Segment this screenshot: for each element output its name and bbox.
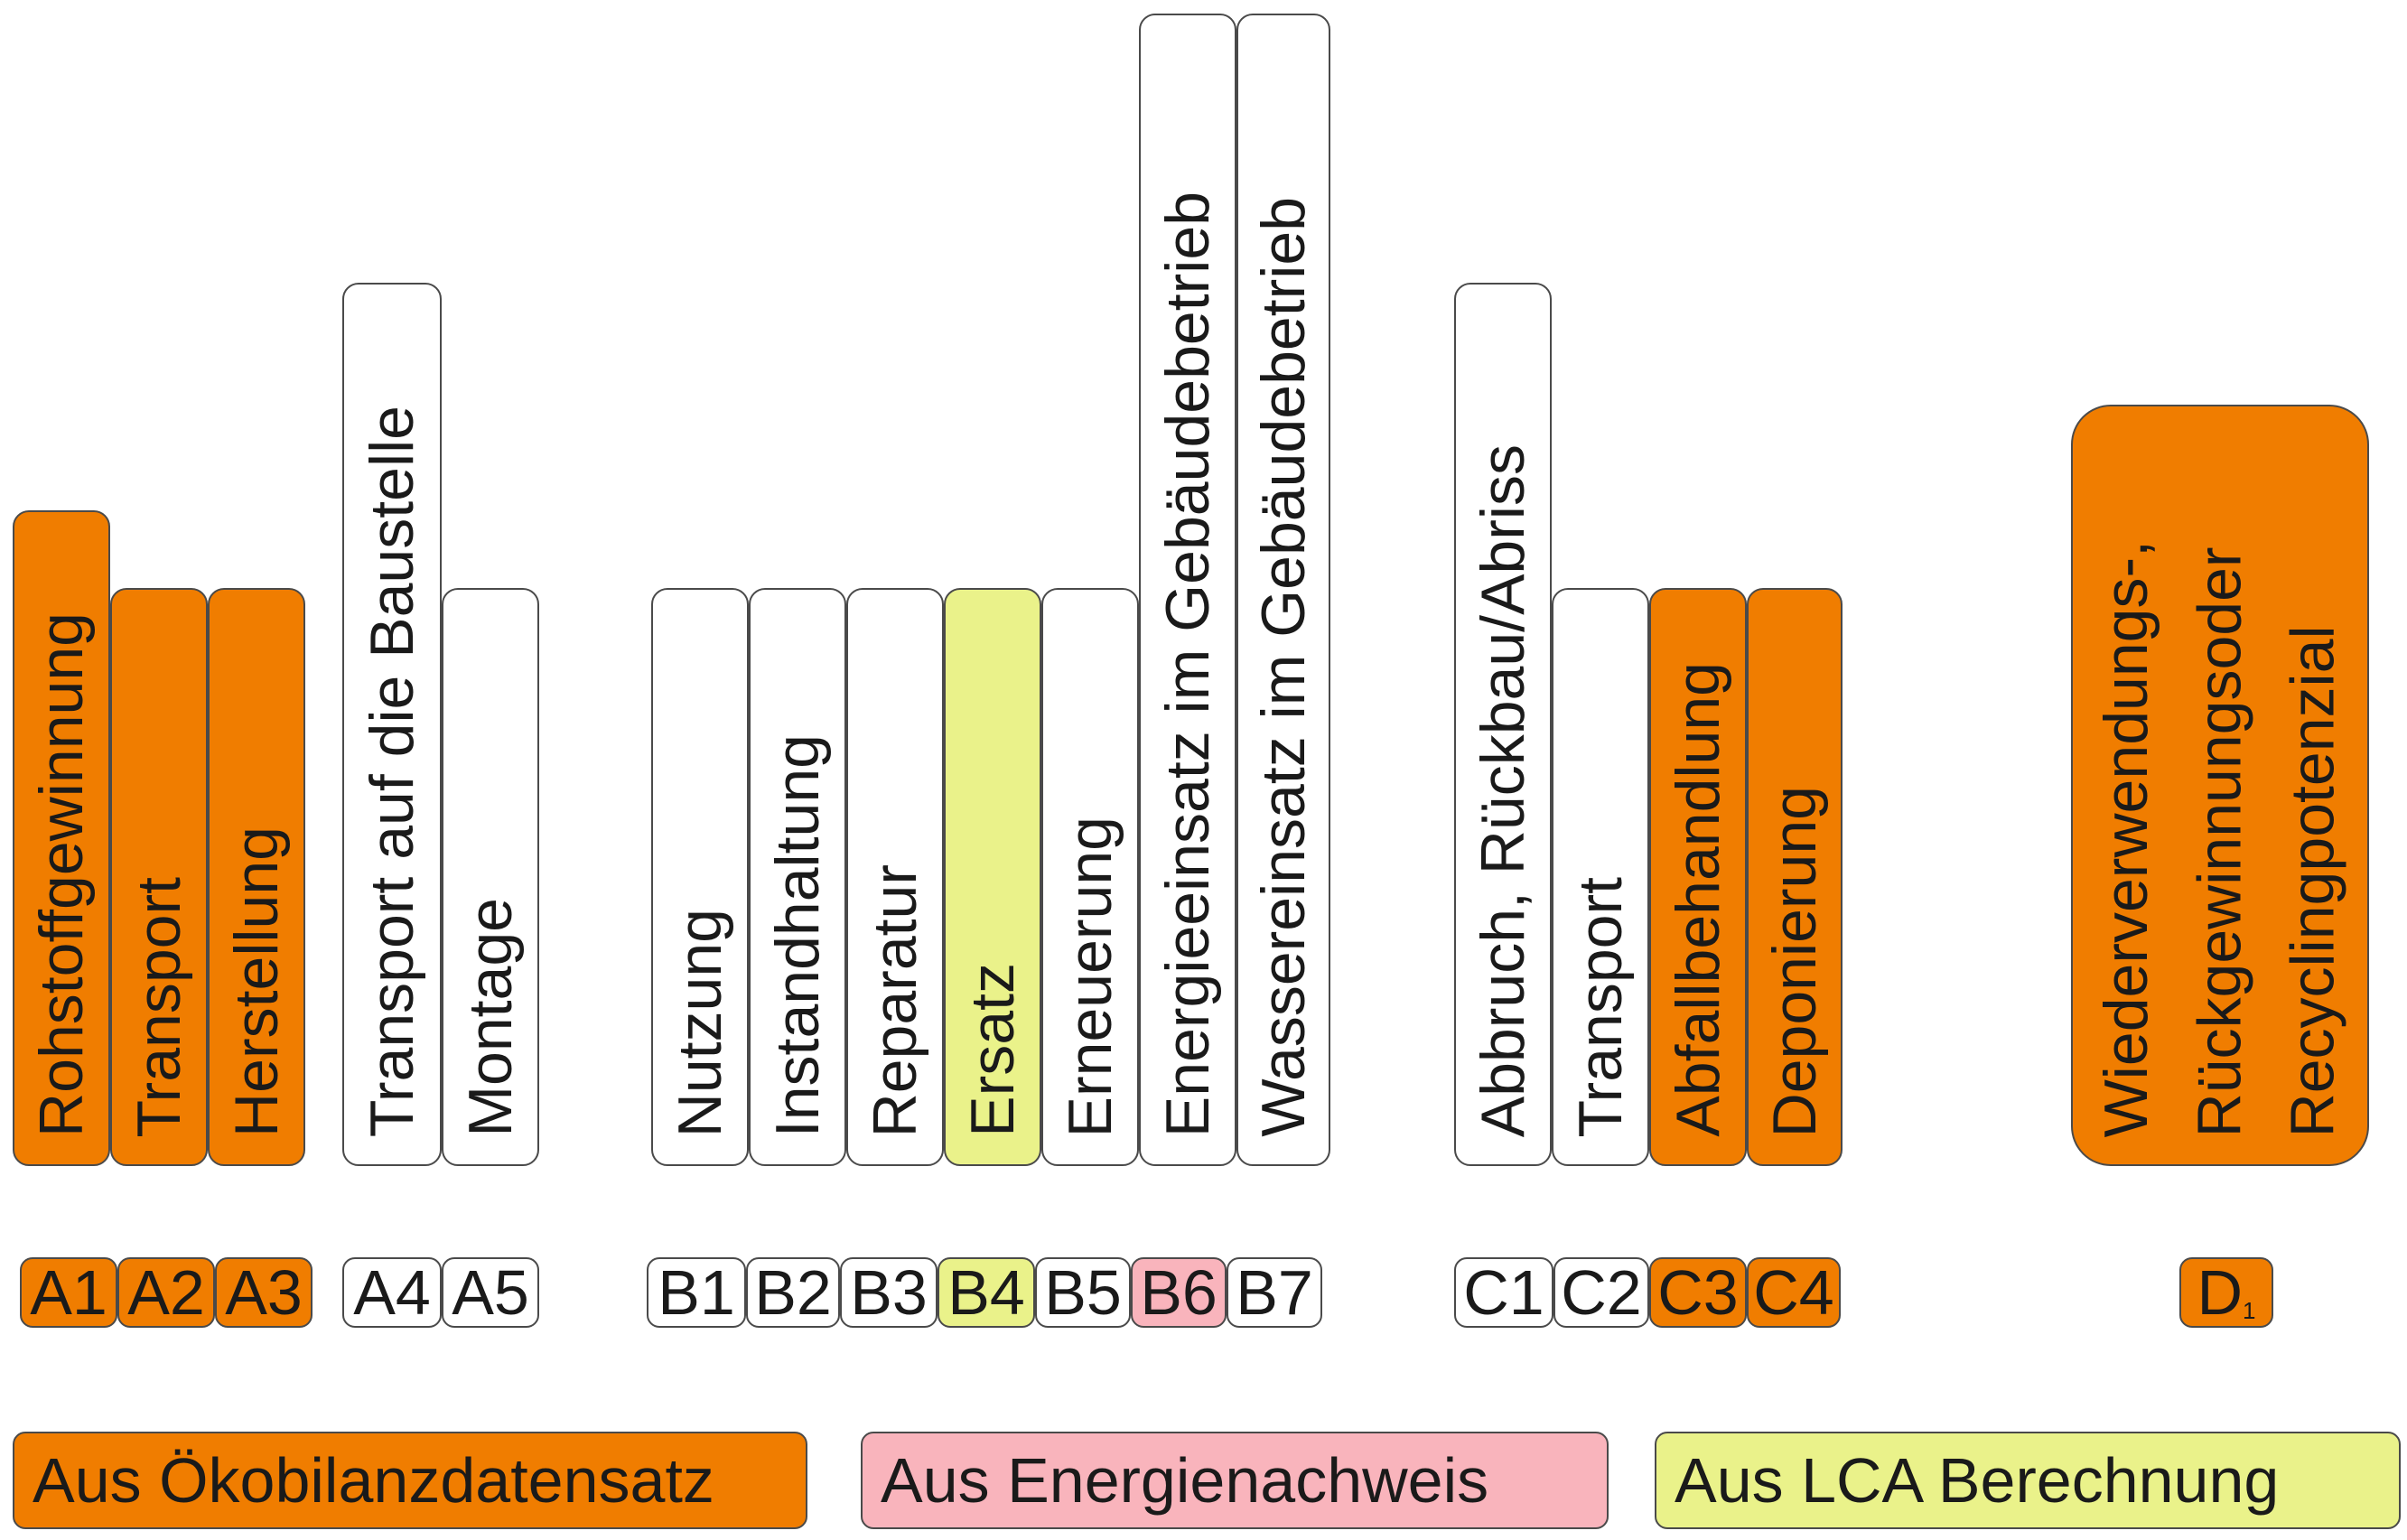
- code-c4-text: C4: [1753, 1257, 1834, 1328]
- code-b2: B2: [746, 1257, 840, 1328]
- stage-box-b2: Instandhaltung: [749, 588, 846, 1166]
- code-d-text: D: [2197, 1257, 2244, 1328]
- legend-energie-label: Aus Energienachweis: [881, 1445, 1489, 1516]
- stage-label-a3: Herstellung: [222, 826, 291, 1137]
- code-b4-text: B4: [947, 1257, 1025, 1328]
- stage-box-a2: Transport: [110, 588, 208, 1166]
- code-b7: B7: [1227, 1257, 1322, 1328]
- legend-lca-label: Aus LCA Berechnung: [1675, 1445, 2280, 1516]
- code-b6-text: B6: [1140, 1257, 1217, 1328]
- stage-label-b4: Ersatz: [958, 963, 1027, 1137]
- code-a2-text: A2: [127, 1257, 205, 1328]
- legend-energie: Aus Energienachweis: [861, 1432, 1609, 1529]
- code-c1-text: C1: [1463, 1257, 1544, 1328]
- stage-box-c3: Abfallbehandlung: [1649, 588, 1747, 1166]
- code-b3-text: B3: [850, 1257, 928, 1328]
- code-a5-text: A5: [452, 1257, 529, 1328]
- stage-box-a4: Transport auf die Baustelle: [342, 283, 442, 1166]
- code-b4: B4: [938, 1257, 1035, 1328]
- code-c2-text: C2: [1561, 1257, 1642, 1328]
- code-b3: B3: [840, 1257, 938, 1328]
- code-a2: A2: [117, 1257, 215, 1328]
- stage-label-a4: Transport auf die Baustelle: [358, 405, 426, 1137]
- stage-label-d: Wiederverwendungs-, Rückgewinnungsoder R…: [2091, 539, 2347, 1137]
- stage-box-c2: Transport: [1552, 588, 1649, 1166]
- code-a4-text: A4: [353, 1257, 431, 1328]
- stage-label-b3: Reparatur: [861, 863, 929, 1137]
- code-b1: B1: [647, 1257, 746, 1328]
- stage-label-b7: Wassereinsatz im Gebäudebetrieb: [1249, 197, 1318, 1137]
- code-b7-text: B7: [1236, 1257, 1313, 1328]
- stage-label-b5: Erneuerung: [1056, 816, 1124, 1137]
- stage-box-b1: Nutzung: [651, 588, 749, 1166]
- stage-box-d: Wiederverwendungs-, Rückgewinnungsoder R…: [2071, 405, 2369, 1166]
- stage-label-c3: Abfallbehandlung: [1664, 662, 1732, 1137]
- code-b1-text: B1: [658, 1257, 735, 1328]
- stage-label-b2: Instandhaltung: [763, 733, 832, 1137]
- code-c4: C4: [1747, 1257, 1841, 1328]
- code-b6: B6: [1131, 1257, 1227, 1328]
- legend-oekobilanz: Aus Ökobilanzdatensatz: [13, 1432, 807, 1529]
- stage-label-a5: Montage: [456, 898, 525, 1137]
- stage-box-a3: Herstellung: [208, 588, 305, 1166]
- stage-box-c4: Deponierung: [1747, 588, 1843, 1166]
- stage-box-a1: Rohstoffgewinnung: [13, 510, 110, 1166]
- stage-box-a5: Montage: [442, 588, 539, 1166]
- stage-label-b1: Nutzung: [666, 908, 734, 1137]
- code-a3: A3: [215, 1257, 313, 1328]
- code-b5-text: B5: [1044, 1257, 1122, 1328]
- stage-label-c2: Transport: [1566, 876, 1635, 1137]
- code-b5: B5: [1035, 1257, 1131, 1328]
- legend-lca: Aus LCA Berechnung: [1655, 1432, 2401, 1529]
- code-c3: C3: [1649, 1257, 1747, 1328]
- stage-box-b7: Wassereinsatz im Gebäudebetrieb: [1236, 14, 1330, 1166]
- stage-label-a2: Transport: [125, 876, 193, 1137]
- stage-box-b6: Energieeinsatz im Gebäudebetrieb: [1139, 14, 1236, 1166]
- stage-box-b5: Erneuerung: [1041, 588, 1139, 1166]
- code-a1: A1: [20, 1257, 117, 1328]
- stage-label-c4: Deponierung: [1760, 785, 1829, 1137]
- code-a5: A5: [442, 1257, 539, 1328]
- stage-label-c1: Abbruch, Rückbau/Abriss: [1469, 443, 1537, 1137]
- stage-label-a1: Rohstoffgewinnung: [27, 612, 96, 1137]
- code-d-subscript: 1: [2243, 1297, 2256, 1324]
- code-a4: A4: [342, 1257, 442, 1328]
- code-c3-text: C3: [1657, 1257, 1739, 1328]
- code-b2-text: B2: [754, 1257, 832, 1328]
- code-a1-text: A1: [30, 1257, 107, 1328]
- code-c2: C2: [1553, 1257, 1649, 1328]
- stage-box-b3: Reparatur: [846, 588, 944, 1166]
- stage-label-b6: Energieeinsatz im Gebäudebetrieb: [1153, 191, 1222, 1137]
- code-c1: C1: [1454, 1257, 1553, 1328]
- legend-oekobilanz-label: Aus Ökobilanzdatensatz: [33, 1445, 714, 1516]
- stage-box-c1: Abbruch, Rückbau/Abriss: [1454, 283, 1552, 1166]
- code-a3-text: A3: [225, 1257, 303, 1328]
- stage-box-b4: Ersatz: [944, 588, 1041, 1166]
